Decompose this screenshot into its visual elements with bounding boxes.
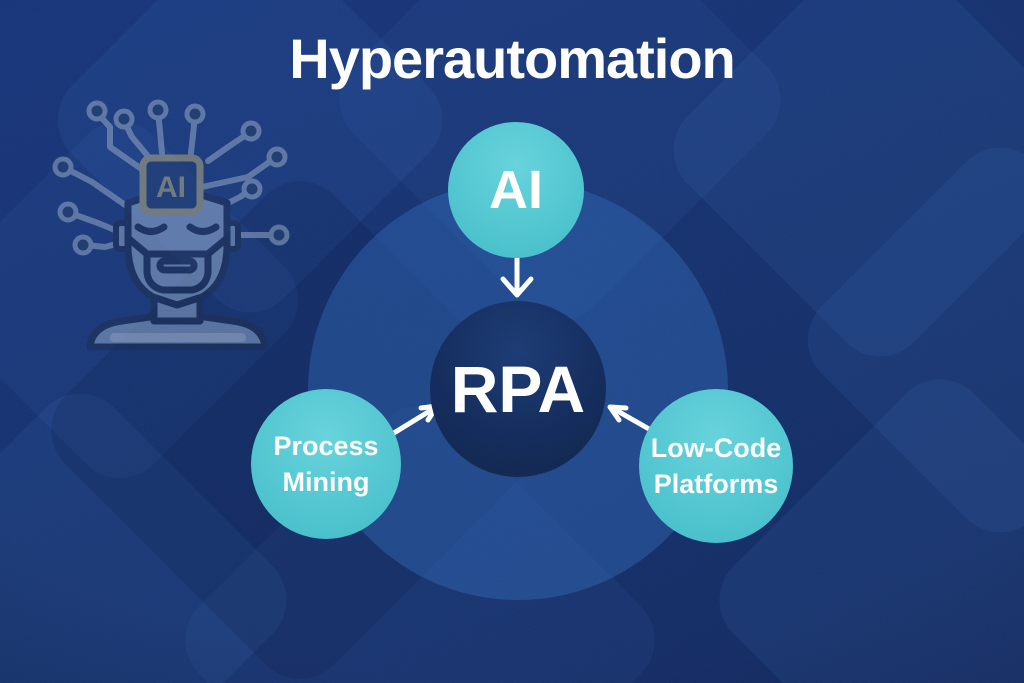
node-low-code-line2: Platforms [653, 469, 779, 499]
node-ai: AI [448, 122, 584, 258]
node-rpa-center: RPA [430, 301, 606, 477]
node-process-mining-line1: Process [273, 430, 379, 461]
node-ai-label: AI [489, 160, 543, 220]
node-process-mining-line2: Mining [282, 467, 370, 497]
arrow-process-mining-to-rpa [386, 403, 440, 439]
arrow-ai-to-rpa [500, 254, 534, 298]
node-rpa-label: RPA [450, 352, 586, 426]
node-process-mining: Process Mining [251, 389, 401, 539]
node-low-code-platforms: Low-Code Platforms [639, 389, 793, 543]
node-low-code-line1: Low-Code [650, 432, 782, 463]
